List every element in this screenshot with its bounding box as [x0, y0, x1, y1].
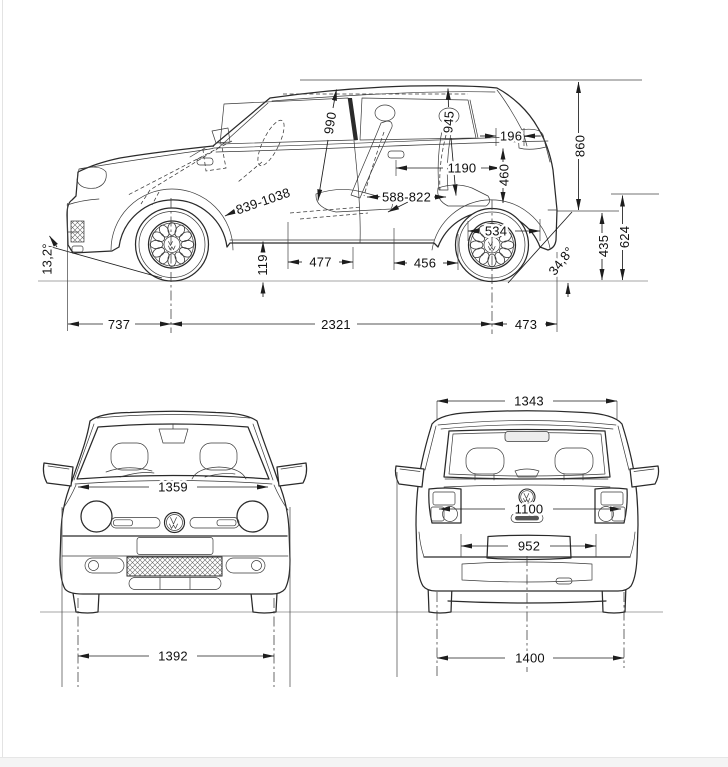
- dim-bumper-height: 435: [596, 235, 611, 257]
- dim-body-width: 1343: [514, 394, 544, 409]
- dim-boot-width: 952: [518, 539, 540, 554]
- page-left-edge: [2, 0, 3, 757]
- dim-wheelbase: 2321: [321, 317, 351, 332]
- dim-boot-depth: 534: [485, 224, 507, 239]
- dim-sill-height: 119: [255, 254, 270, 275]
- dim-cabin-width: 1359: [158, 480, 188, 495]
- dim-rear-track: 1400: [515, 651, 545, 666]
- dim-front-seat-length: 477: [309, 255, 331, 270]
- rear-view-dimension-lines: [436, 398, 625, 661]
- side-view-front-wheel: [134, 207, 210, 282]
- dim-front-track: 1392: [158, 649, 188, 664]
- dim-cabin-length: 1190: [448, 161, 477, 176]
- dim-front-headroom: 990: [321, 111, 339, 135]
- side-view: 13,2° 737 2321 473 119 477 456 534 839-1…: [37, 79, 659, 335]
- dim-front-angle: 13,2°: [40, 243, 55, 275]
- page-footer-strip: [0, 757, 728, 767]
- dim-rear-overhang: 473: [515, 317, 537, 332]
- dim-tailgate-height: 860: [573, 135, 588, 157]
- side-view-body: [66, 85, 558, 254]
- front-view-extension-lines: [61, 507, 291, 687]
- dim-loading-sill-height: 624: [617, 226, 632, 248]
- dim-shelf-depth: 196: [500, 129, 522, 144]
- rear-view: 1343 1100 952 1400: [394, 391, 660, 677]
- side-view-interior-dashed: [127, 119, 447, 220]
- dim-front-overhang: 737: [108, 317, 130, 332]
- dim-rear-seat-length: 456: [414, 256, 436, 271]
- dim-rear-headroom: 945: [440, 110, 457, 133]
- dim-lamp-span: 1100: [515, 502, 544, 517]
- dim-seat-travel-range: 588-822: [382, 190, 431, 205]
- front-view-dimension-lines: [77, 484, 275, 659]
- front-view: 1359 1392: [40, 410, 663, 687]
- front-view-body: [42, 410, 308, 614]
- dim-boot-opening-height: 460: [497, 164, 512, 186]
- side-view-dimension-lines: [67, 81, 625, 327]
- side-view-angle-lines: [47, 211, 573, 297]
